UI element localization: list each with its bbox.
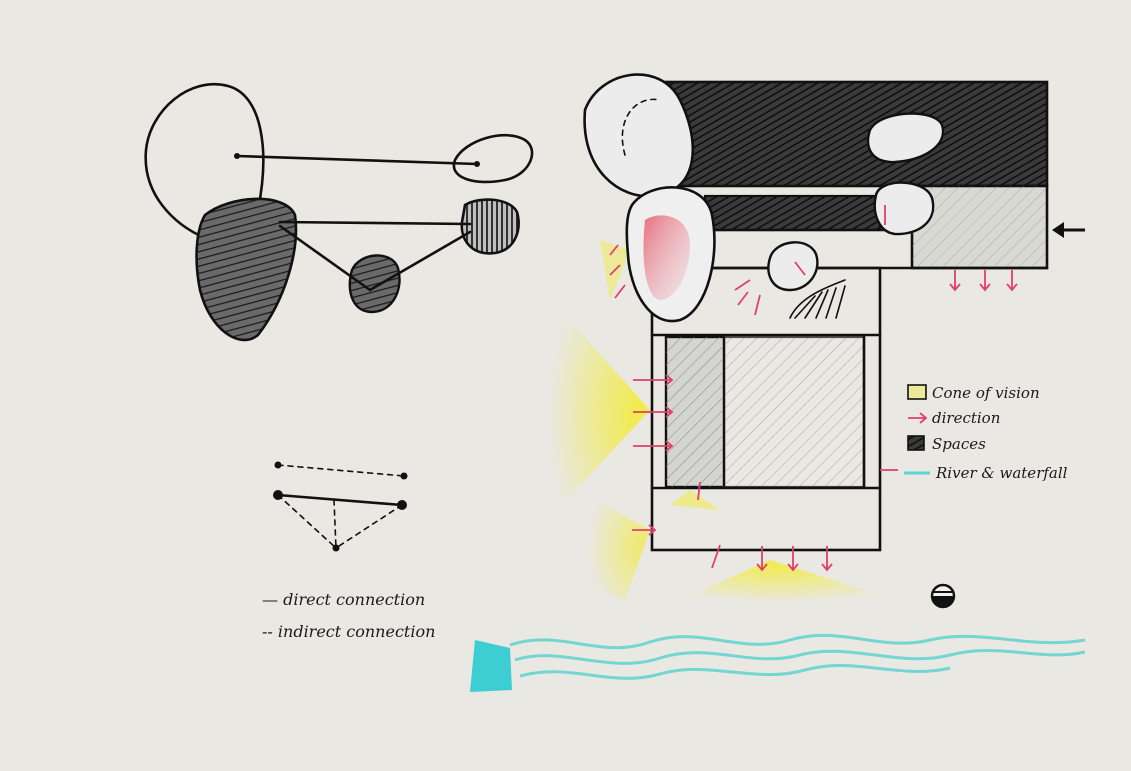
cone-of-vision-south bbox=[680, 560, 880, 608]
cone-swatch bbox=[908, 385, 926, 399]
river-and-waterfall bbox=[470, 635, 1085, 692]
cone-of-vision-southwest bbox=[580, 495, 650, 600]
legend-river-waterfall: River & waterfall bbox=[935, 464, 1068, 482]
direction-swatch bbox=[908, 413, 926, 423]
blob-room-northwest bbox=[585, 75, 693, 197]
bubble-small-outline bbox=[454, 135, 532, 182]
bubble-small-hatched bbox=[350, 255, 400, 312]
spaces-swatch bbox=[908, 436, 924, 450]
legend-direction: direction bbox=[932, 409, 1000, 427]
legend-spaces: Spaces bbox=[932, 435, 986, 453]
node-dot bbox=[234, 153, 240, 159]
legend-right: Cone of vision direction Spaces River & … bbox=[904, 384, 1068, 482]
blob-room-east bbox=[875, 183, 933, 234]
bubble-large-hatched bbox=[197, 199, 296, 340]
bubble-diagram bbox=[146, 84, 532, 340]
legend-cone-of-vision: Cone of vision bbox=[932, 384, 1040, 402]
blob-room-stair-landing bbox=[768, 242, 817, 290]
bubble-dark bbox=[462, 200, 519, 254]
indirect-connection-sample bbox=[278, 465, 404, 476]
legend-indirect-connection: -- indirect connection bbox=[262, 622, 435, 641]
direct-connection-sample bbox=[278, 495, 402, 505]
cone-of-vision-west bbox=[537, 310, 650, 520]
entrance-arrow-icon bbox=[1052, 222, 1085, 238]
connection-line-middle bbox=[280, 222, 470, 224]
cone-of-vision-south-inner bbox=[670, 490, 720, 510]
space-central-room bbox=[724, 337, 864, 487]
space-dark-top bbox=[662, 82, 1047, 186]
river-waves bbox=[510, 635, 1085, 678]
connection-legend-diagram bbox=[273, 462, 408, 552]
connection-line-top bbox=[237, 156, 477, 164]
waterfall bbox=[470, 640, 512, 692]
node-dot bbox=[474, 161, 480, 167]
north-symbol-icon bbox=[932, 585, 954, 607]
space-corridor bbox=[705, 196, 880, 230]
legend-direct-connection: — direct connection bbox=[262, 590, 425, 609]
